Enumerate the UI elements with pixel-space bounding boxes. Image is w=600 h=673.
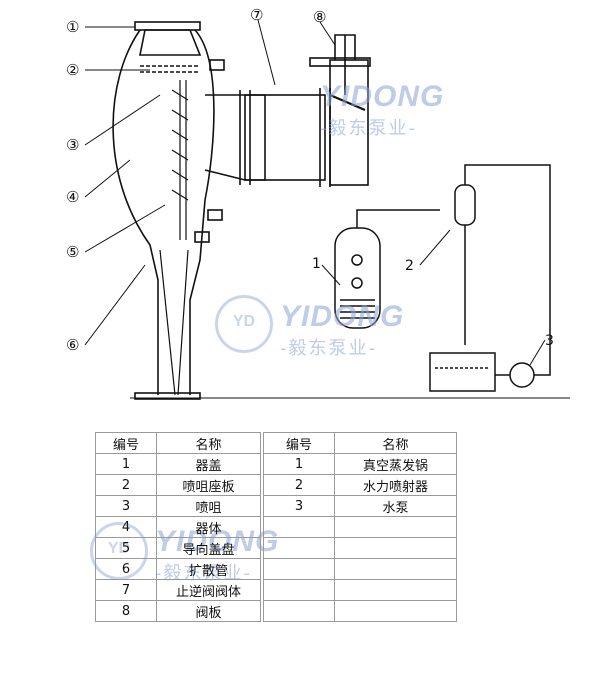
evaporator-vapor-line <box>356 209 440 228</box>
ejector-body <box>454 184 476 226</box>
table-cell: 喷咀 <box>156 495 261 517</box>
table-cell <box>263 516 335 538</box>
diffuser-pipe <box>159 249 189 396</box>
inlet-cone <box>204 94 266 181</box>
system-label-2: 2 <box>405 258 414 274</box>
callout-7: ⑦ <box>250 6 263 24</box>
table-cell: 导向盖盘 <box>156 537 261 559</box>
table-cell: 水力喷射器 <box>334 474 457 496</box>
table-cell: 3 <box>263 495 335 517</box>
callout-4: ④ <box>66 188 79 206</box>
table-cell: 水泵 <box>334 495 457 517</box>
callout-3: ③ <box>66 136 79 154</box>
header-no-left: 编号 <box>95 432 157 454</box>
pump-body <box>509 362 535 388</box>
header-no-right: 编号 <box>263 432 335 454</box>
table-cell <box>263 600 335 622</box>
callout-5: ⑤ <box>66 243 79 261</box>
system-label-1: 1 <box>312 256 321 272</box>
callout-8: ⑧ <box>313 8 326 26</box>
table-cell <box>263 579 335 601</box>
table-cell: 2 <box>95 474 157 496</box>
table-cell: 阀板 <box>156 600 261 622</box>
table-cell: 喷咀座板 <box>156 474 261 496</box>
guide-trays <box>171 80 189 240</box>
check-valve-top <box>309 57 371 67</box>
top-cover <box>134 21 201 31</box>
table-cell: 5 <box>95 537 157 559</box>
table-cell <box>334 516 457 538</box>
table-cell: 真空蒸发锅 <box>334 453 457 475</box>
callout-6: ⑥ <box>66 336 79 354</box>
side-flange-bottom <box>194 231 210 243</box>
table-cell <box>334 579 457 601</box>
evaporator-sight <box>351 254 363 266</box>
valve-plate <box>329 93 366 112</box>
water-tank <box>429 352 496 392</box>
system-leaders <box>321 229 546 366</box>
table-cell <box>334 600 457 622</box>
table-cell <box>334 558 457 580</box>
table-cell: 3 <box>95 495 157 517</box>
pipe-flange-left <box>239 90 251 185</box>
header-name-left: 名称 <box>156 432 261 454</box>
table-cell <box>263 558 335 580</box>
side-flange-lower <box>207 209 223 221</box>
table-cell: 7 <box>95 579 157 601</box>
table-cell: 8 <box>95 600 157 622</box>
table-cell: 扩散管 <box>156 558 261 580</box>
header-name-right: 名称 <box>334 432 457 454</box>
base-flange <box>134 392 201 400</box>
condenser-body-outline <box>112 29 215 395</box>
system-label-3: 3 <box>545 333 554 349</box>
table-cell: 1 <box>263 453 335 475</box>
technical-diagram: ① ② ③ ④ ⑤ ⑥ ⑦ ⑧ 1 2 3 <box>66 6 570 400</box>
table-cell <box>263 537 335 559</box>
side-flange-upper <box>209 59 225 71</box>
table-cell: 止逆阀阀体 <box>156 579 261 601</box>
table-cell: 2 <box>263 474 335 496</box>
pump-pipe <box>464 164 551 376</box>
table-cell: 器盖 <box>156 453 261 475</box>
table-cell: 6 <box>95 558 157 580</box>
cover-flange <box>139 29 202 56</box>
table-cell: 器体 <box>156 516 261 538</box>
check-valve-stem <box>334 34 356 95</box>
check-valve-body <box>329 59 369 186</box>
callout-1: ① <box>66 18 79 36</box>
horizontal-pipe <box>244 94 326 181</box>
table-cell: 4 <box>95 516 157 538</box>
evaporator-tubes <box>340 299 375 319</box>
callout-leaders <box>84 19 336 346</box>
table-header-row: 编号 名称 编号 名称 <box>95 432 457 454</box>
nozzle-plate <box>140 65 200 73</box>
table-cell <box>334 537 457 559</box>
callout-2: ② <box>66 61 79 79</box>
table-cell: 1 <box>95 453 157 475</box>
